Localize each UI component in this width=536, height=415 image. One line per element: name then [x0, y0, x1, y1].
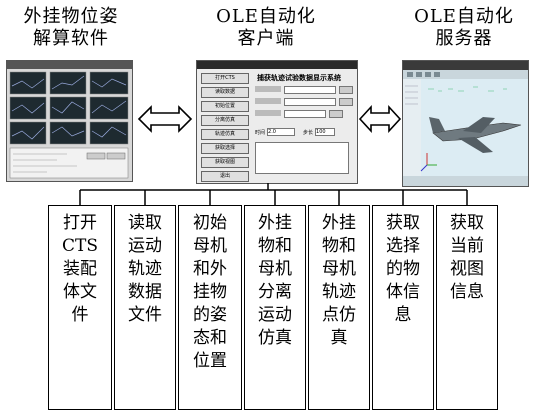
client-button[interactable]: 轨迹仿真 — [201, 129, 249, 140]
plot-panels-icon — [7, 61, 132, 179]
time-field[interactable]: 2.0 — [267, 128, 296, 136]
title-center: OLE自动化 客户端 — [216, 6, 316, 49]
step-label: 步长 — [303, 129, 314, 136]
function-label: 打开CTS装配体文件 — [62, 213, 98, 325]
function-box-selected-info: 获取选择的物体信息 — [372, 205, 434, 410]
function-box-init-pose: 初始母机和外挂物的姿态和位置 — [178, 205, 242, 410]
function-box-separation-sim: 外挂物和母机分离运动仿真 — [244, 205, 306, 410]
function-label: 初始母机和外挂物的姿态和位置 — [193, 213, 227, 371]
pose-software-screenshot — [6, 60, 133, 182]
client-button[interactable]: 打开CTS — [201, 73, 249, 84]
client-button[interactable]: 获取视图 — [201, 157, 249, 168]
ole-server-screenshot — [402, 60, 529, 187]
double-arrow-left-icon — [137, 105, 193, 133]
client-button[interactable]: 初始位置 — [201, 101, 249, 112]
function-box-open-cts: 打开CTS装配体文件 — [48, 205, 112, 410]
aircraft-model-icon — [403, 61, 528, 186]
client-fields: 时间 2.0 步长 100 — [255, 86, 353, 174]
function-label: 外挂物和母机分离运动仿真 — [258, 213, 292, 348]
client-window-heading: 捕获轨迹试验数据显示系统 — [257, 73, 341, 82]
client-button[interactable]: 读取数据 — [201, 87, 249, 98]
client-button[interactable]: 获取选择 — [201, 143, 249, 154]
function-label: 外挂物和母机轨迹点仿真 — [322, 213, 356, 348]
client-button-column: 打开CTS 读取数据初始位置分离仿真轨迹仿真获取选择获取视图退出 — [201, 73, 249, 183]
title-right: OLE自动化 服务器 — [414, 6, 514, 49]
function-box-view-info: 获取当前视图信息 — [436, 205, 498, 410]
function-label: 获取当前视图信息 — [450, 213, 484, 302]
time-label: 时间 — [255, 129, 266, 136]
title-left: 外挂物位姿 解算软件 — [23, 6, 119, 49]
function-box-trajectory-sim: 外挂物和母机轨迹点仿真 — [308, 205, 370, 410]
client-window-titlebar — [197, 61, 357, 69]
function-box-read-trajectory: 读取运动轨迹数据文件 — [114, 205, 176, 410]
function-label: 获取选择的物体信息 — [386, 213, 420, 325]
ole-client-window: 捕获轨迹试验数据显示系统 打开CTS 读取数据初始位置分离仿真轨迹仿真获取选择获取… — [196, 60, 358, 184]
double-arrow-right-icon — [358, 104, 402, 134]
info-textarea[interactable] — [255, 142, 349, 174]
client-button[interactable]: 退出 — [201, 171, 249, 182]
client-button[interactable]: 分离仿真 — [201, 115, 249, 126]
function-label: 读取运动轨迹数据文件 — [128, 213, 162, 325]
step-field[interactable]: 100 — [315, 128, 336, 136]
